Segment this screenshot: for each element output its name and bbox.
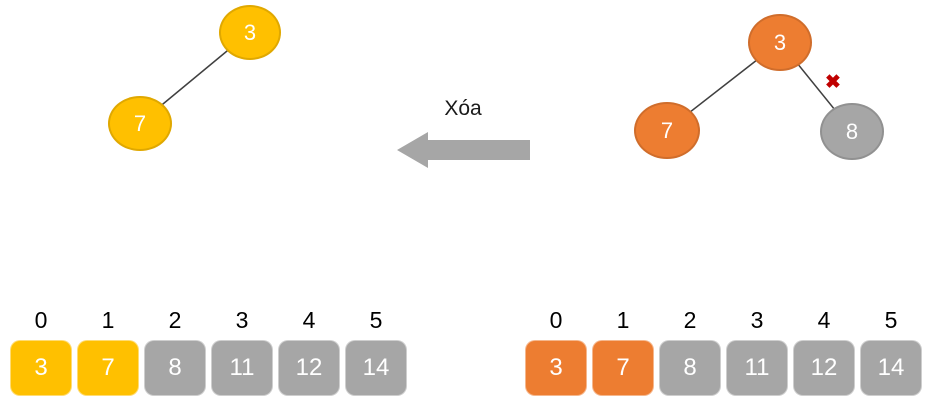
left-array: 0 1 2 3 4 5 3 7 8 11 12 14 bbox=[10, 306, 407, 396]
right-tree-node-8: 8 bbox=[820, 103, 884, 160]
index-label: 2 bbox=[683, 307, 697, 333]
left-array-cell-row: 3 7 8 11 12 14 bbox=[10, 340, 407, 396]
index-label: 1 bbox=[101, 307, 115, 333]
index-label: 0 bbox=[34, 307, 48, 333]
index-label: 4 bbox=[302, 307, 316, 333]
array-cell: 8 bbox=[659, 340, 721, 396]
right-array-index-row: 0 1 2 3 4 5 bbox=[525, 306, 922, 334]
array-cell: 8 bbox=[144, 340, 206, 396]
operation-label: Xóa bbox=[444, 97, 482, 120]
array-cell: 12 bbox=[793, 340, 855, 396]
left-tree-node-7: 7 bbox=[108, 96, 172, 151]
array-cell: 12 bbox=[278, 340, 340, 396]
index-label: 4 bbox=[817, 307, 831, 333]
index-label: 2 bbox=[168, 307, 182, 333]
right-array-cell-row: 3 7 8 11 12 14 bbox=[525, 340, 922, 396]
right-array: 0 1 2 3 4 5 3 7 8 11 12 14 bbox=[525, 306, 922, 396]
array-cell: 3 bbox=[525, 340, 587, 396]
array-cell: 7 bbox=[592, 340, 654, 396]
left-array-index-row: 0 1 2 3 4 5 bbox=[10, 306, 407, 334]
delete-x-icon: ✖ bbox=[825, 72, 841, 93]
index-label: 0 bbox=[549, 307, 563, 333]
array-cell: 3 bbox=[10, 340, 72, 396]
index-label: 3 bbox=[235, 307, 249, 333]
array-cell: 7 bbox=[77, 340, 139, 396]
index-label: 5 bbox=[369, 307, 383, 333]
right-tree-node-3: 3 bbox=[748, 14, 812, 71]
index-label: 1 bbox=[616, 307, 630, 333]
array-cell: 11 bbox=[211, 340, 273, 396]
array-cell: 14 bbox=[860, 340, 922, 396]
array-cell: 14 bbox=[345, 340, 407, 396]
left-block-arrow-icon bbox=[397, 132, 530, 168]
index-label: 3 bbox=[750, 307, 764, 333]
right-tree-node-7: 7 bbox=[634, 102, 700, 159]
left-block-arrow-shape bbox=[397, 132, 530, 168]
left-tree-node-3: 3 bbox=[219, 5, 281, 60]
index-label: 5 bbox=[884, 307, 898, 333]
array-cell: 11 bbox=[726, 340, 788, 396]
